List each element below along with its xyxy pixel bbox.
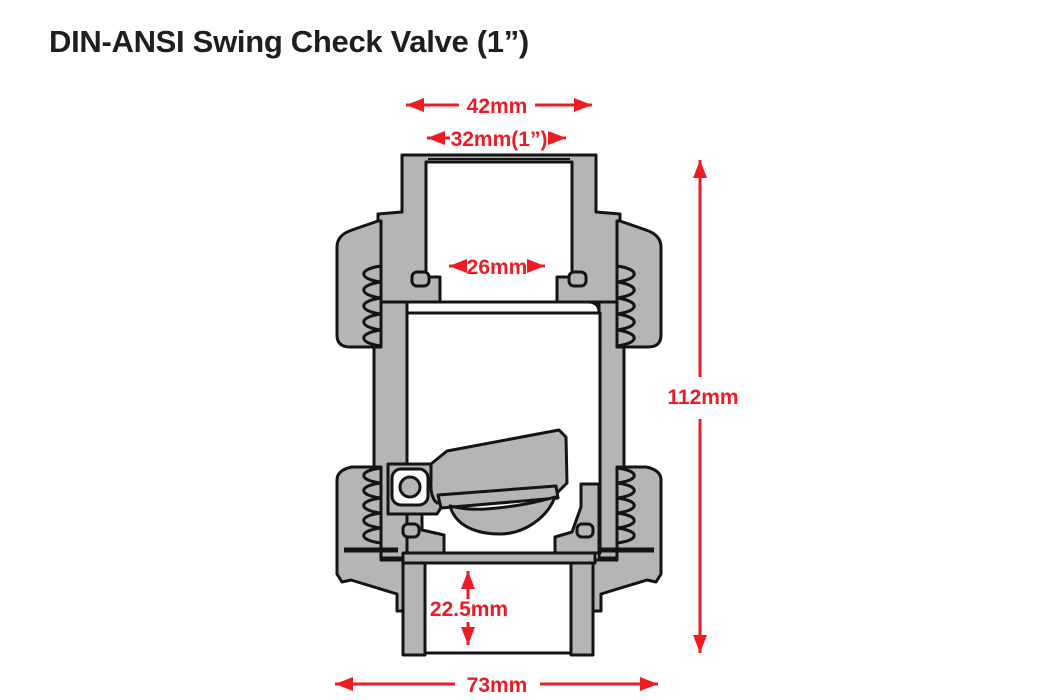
disc-seal-plate <box>436 484 560 510</box>
bonnet-seam-upper <box>405 300 601 314</box>
thread-top-right <box>615 264 636 348</box>
dimension-22-5mm: 22.5mm <box>430 571 508 645</box>
retainer-tab-top-left <box>410 270 431 288</box>
bottom-port-wall-right <box>569 561 595 657</box>
page-title: DIN-ANSI Swing Check Valve (1”) <box>49 24 529 59</box>
swing-disc <box>429 428 569 505</box>
bottom-port-bore <box>423 561 573 655</box>
dimension-73mm: 73mm <box>335 674 658 697</box>
hinge-pin <box>398 475 422 499</box>
dimension-label: 26mm <box>467 256 528 279</box>
dimension-26mm: 26mm <box>449 256 545 279</box>
thread-bottom-right <box>615 466 636 545</box>
valve-body <box>335 153 663 657</box>
retainer-tab-top-right <box>567 270 588 288</box>
dimension-112mm: 112mm <box>667 160 739 653</box>
thread-bottom-left <box>362 466 383 545</box>
dimension-42mm: 42mm <box>406 95 592 118</box>
bottom-port-wall-left <box>401 561 427 657</box>
thread-top-left <box>362 264 383 348</box>
dimension-label: 112mm <box>667 386 738 409</box>
retainer-tab-bottom-left <box>401 522 421 539</box>
retainer-tab-bottom-right <box>575 522 595 539</box>
dimension-32mm: 32mm(1”) <box>427 128 566 151</box>
dimension-label: 73mm <box>467 674 528 697</box>
disc-seal-dome <box>448 495 557 536</box>
dimension-label: 32mm(1”) <box>451 128 548 151</box>
dimension-label: 42mm <box>467 95 528 118</box>
dimension-label: 22.5mm <box>430 598 508 621</box>
